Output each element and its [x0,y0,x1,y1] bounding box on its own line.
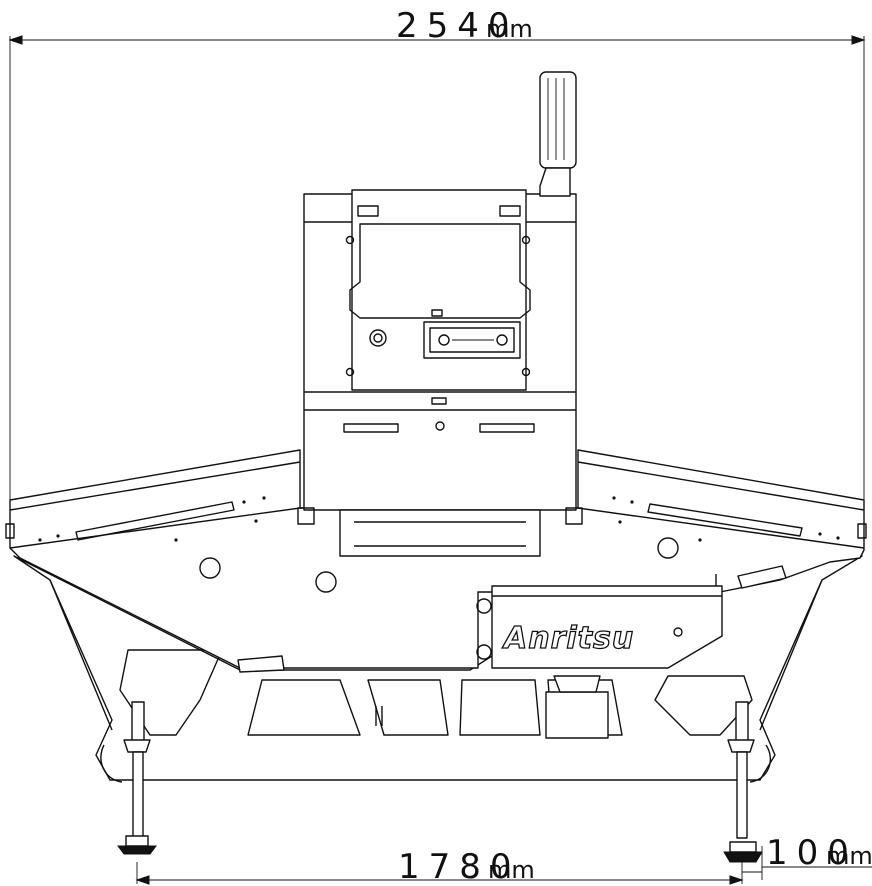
overall-width-value: 2540 [396,6,519,46]
motor-unit [375,675,609,739]
brand-logo: Anritsu [502,621,634,656]
base-plate [5,449,867,673]
foot-offset-value: 100 [766,833,858,873]
left-leveling-foot [117,701,157,855]
right-leveling-foot [723,701,763,863]
overall-width-dimension: 2540 mm [8,6,866,500]
foot-offset-dimension: 100 mm [742,833,872,880]
foot-span-unit: mm [488,856,535,884]
foot-span-dimension: 1780 mm [135,847,744,886]
logo-panel: Anritsu [476,574,723,669]
grip-handle [539,71,577,197]
central-housing [297,189,583,557]
foot-offset-unit: mm [826,842,872,870]
overall-width-unit: mm [486,15,533,43]
foot-span-value: 1780 [398,847,521,886]
